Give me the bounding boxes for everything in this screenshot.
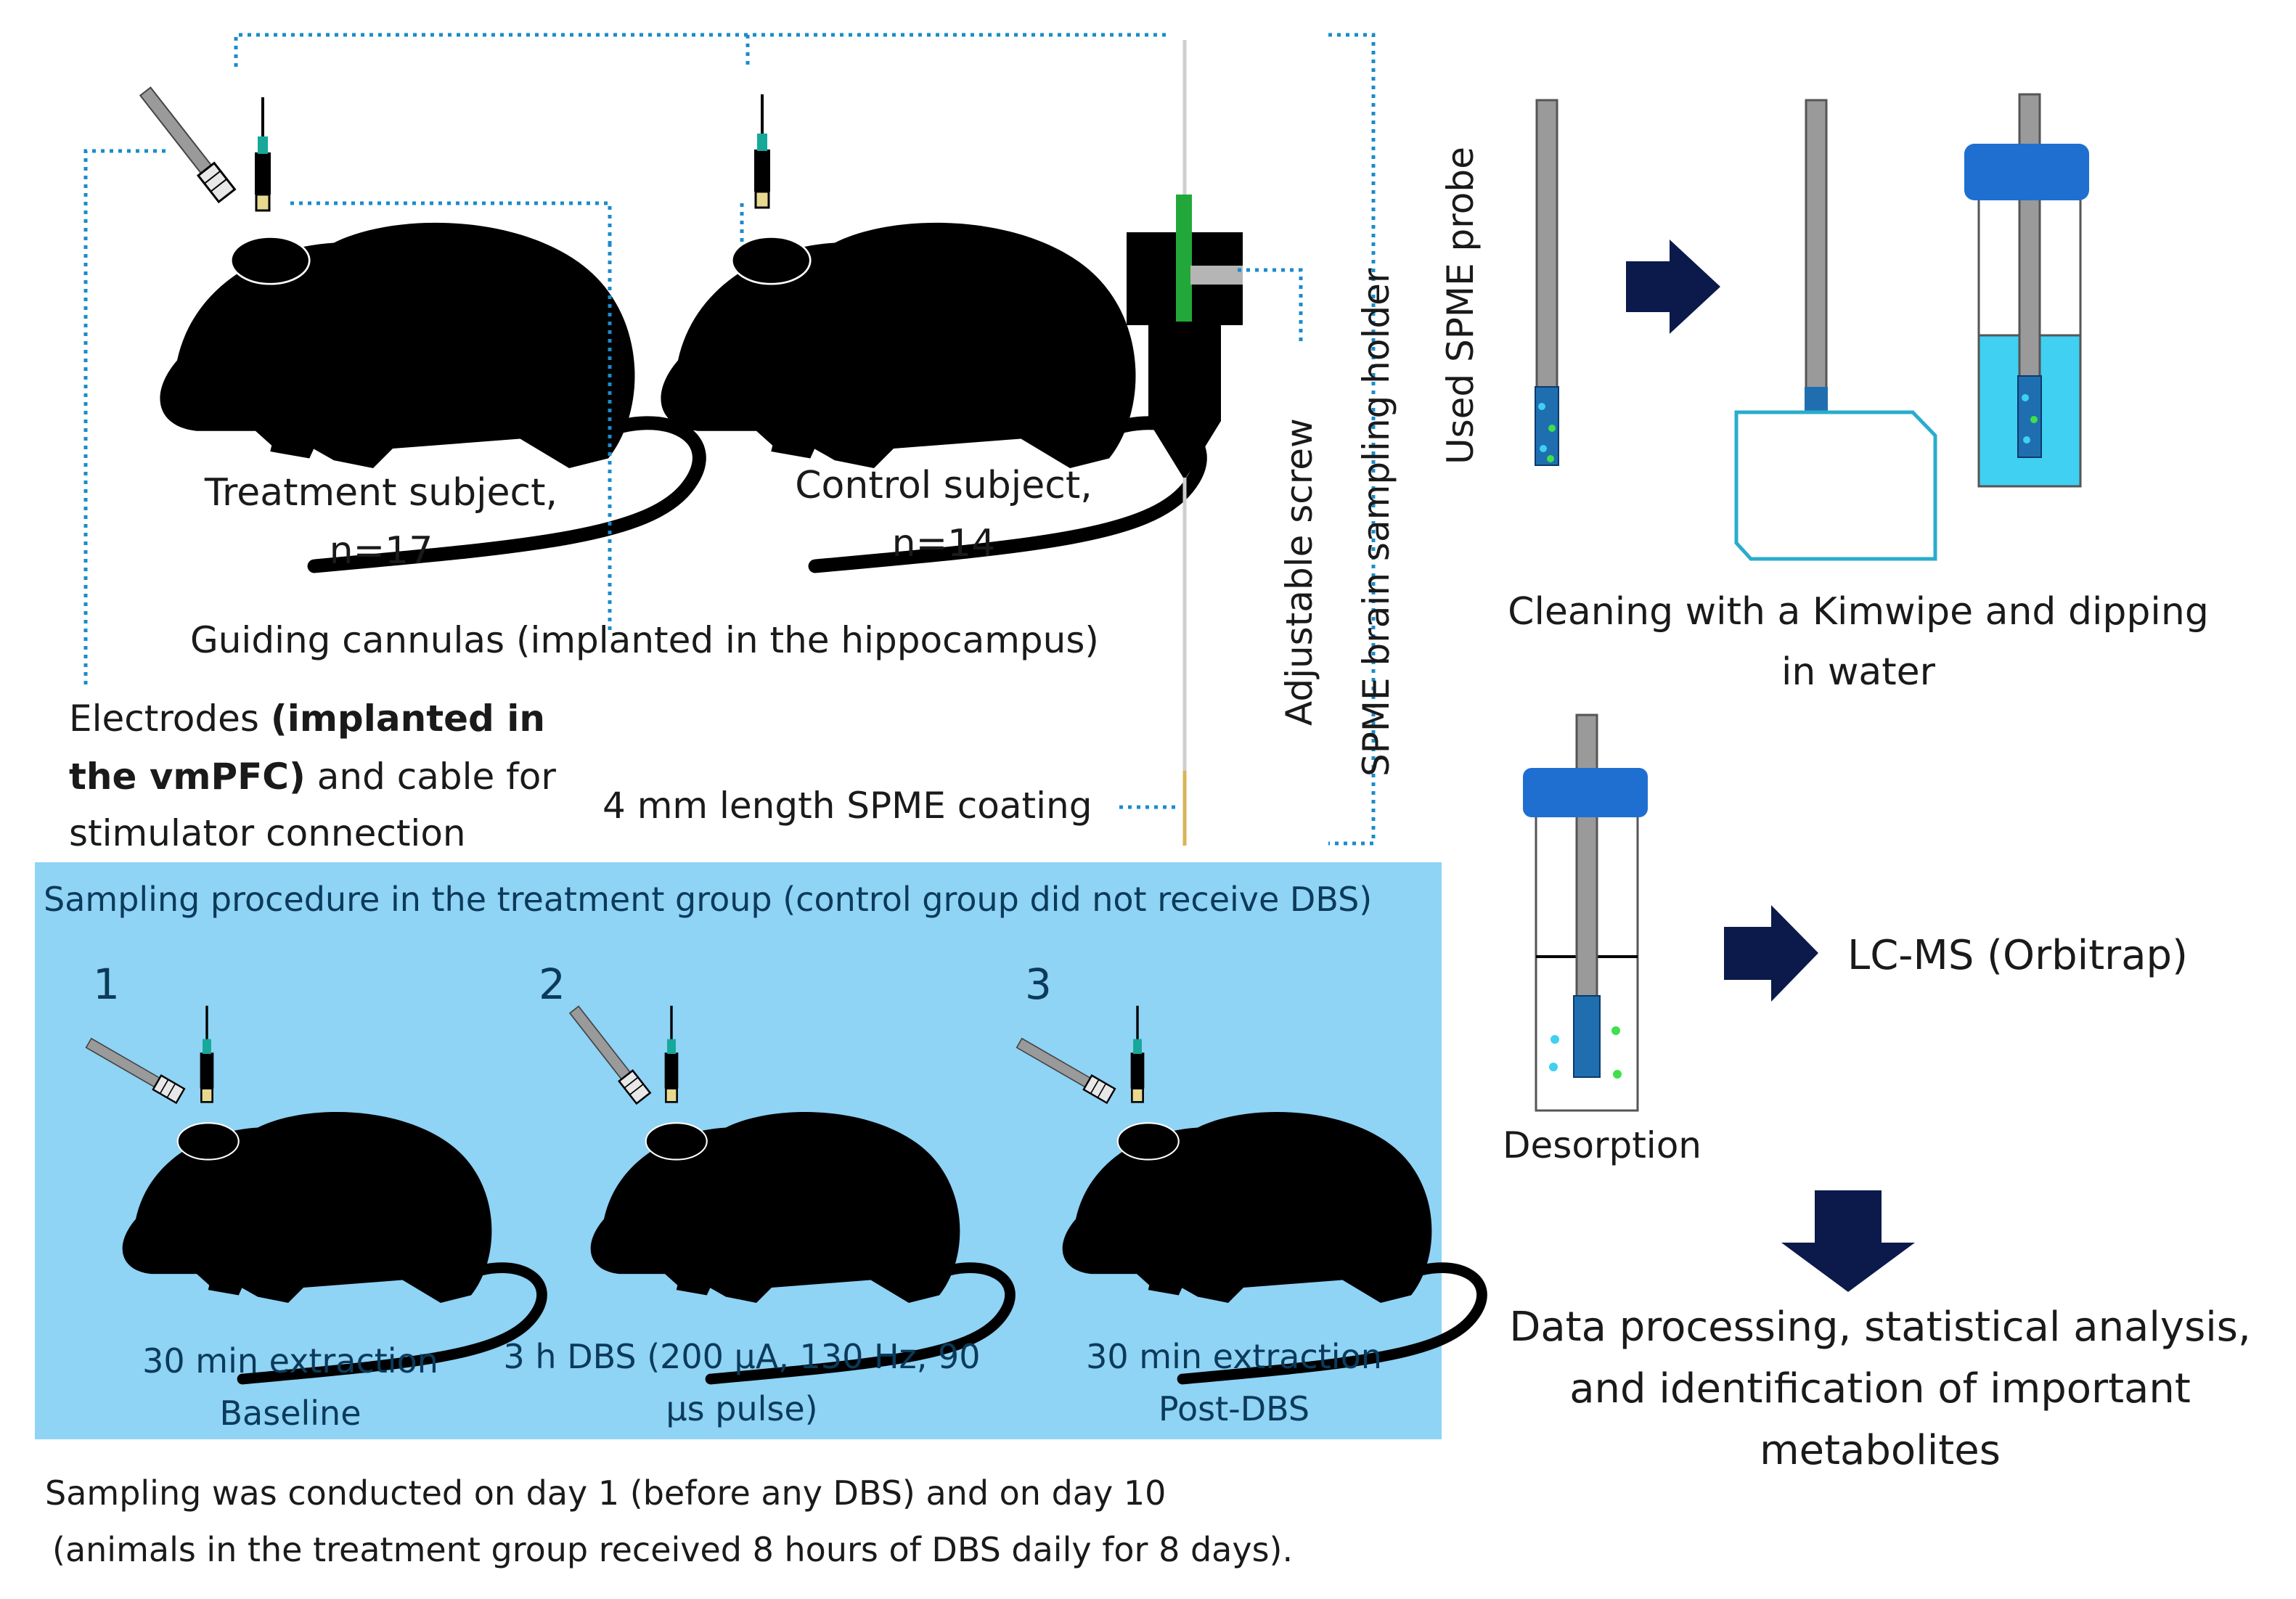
panel-title: Sampling procedure in the treatment grou… (44, 880, 1373, 919)
step1-rat (123, 1112, 542, 1379)
step3-cannula (1129, 1005, 1145, 1103)
used-spme-probe (1535, 99, 1559, 466)
step2-electrode (566, 1003, 651, 1105)
data-processing-line2: and identification of important (1569, 1365, 2191, 1412)
desorption-vial (1523, 713, 1648, 1112)
step3-caption-line2: Post-DBS (1158, 1389, 1310, 1428)
coating-label: 4 mm length SPME coating (602, 785, 1092, 827)
step1-caption-line1: 30 min extraction (142, 1341, 438, 1381)
arrow-right-1 (1626, 240, 1720, 334)
control-cannula (753, 93, 772, 209)
step2-number: 2 (539, 960, 565, 1009)
control-rat-silhouette (661, 223, 1200, 566)
treatment-n-label: n=17 (329, 529, 433, 573)
electrodes-label-line3: stimulator connection (69, 812, 466, 854)
adjustable-screw-label: Adjustable screw (1278, 418, 1320, 726)
guiding-cannulas-label: Guiding cannulas (implanted in the hippo… (190, 619, 1099, 661)
electrodes-label-line2: the vmPFC) and cable for (69, 756, 556, 798)
step3-electrode (1014, 1035, 1116, 1104)
spme-holder (1127, 40, 1243, 846)
step1-cannula (199, 1005, 215, 1103)
electrodes-label-line1: Electrodes (implanted in (69, 698, 545, 740)
data-processing-line3: metabolites (1760, 1427, 2001, 1474)
treatment-cannula (253, 96, 272, 212)
step2-cannula (663, 1005, 679, 1103)
step2-caption-line1: 3 h DBS (200 µA, 130 Hz, 90 (503, 1337, 981, 1376)
control-n-label: n=14 (891, 522, 996, 565)
connector-lines (83, 33, 1376, 846)
step3-number: 3 (1025, 960, 1052, 1009)
arrow-right-2 (1724, 905, 1818, 1002)
water-vial (1964, 93, 2089, 488)
step1-number: 1 (93, 960, 120, 1009)
kimwipe-cleaning (1734, 99, 1937, 561)
step3-caption-line1: 30 min extraction (1086, 1337, 1382, 1376)
used-probe-label: Used SPME probe (1439, 147, 1482, 465)
footnote-line1: Sampling was conducted on day 1 (before … (45, 1473, 1167, 1513)
holder-label: SPME brain sampling holder (1355, 268, 1397, 777)
arrow-down (1781, 1190, 1915, 1292)
lcms-label: LC-MS (Orbitrap) (1847, 932, 2188, 979)
desorption-label: Desorption (1503, 1124, 1701, 1166)
treatment-electrode (136, 83, 236, 203)
step2-caption-line2: µs pulse) (666, 1389, 818, 1428)
data-processing-line1: Data processing, statistical analysis, (1509, 1304, 2251, 1351)
cleaning-label-line1: Cleaning with a Kimwipe and dipping (1508, 590, 2209, 634)
control-subject-label: Control subject, (795, 464, 1092, 507)
step1-electrode (83, 1035, 186, 1104)
footnote-line2: (animals in the treatment group received… (52, 1530, 1294, 1569)
cleaning-label-line2: in water (1781, 650, 1936, 694)
treatment-subject-label: Treatment subject, (204, 471, 558, 515)
step1-caption-line2: Baseline (219, 1394, 361, 1433)
